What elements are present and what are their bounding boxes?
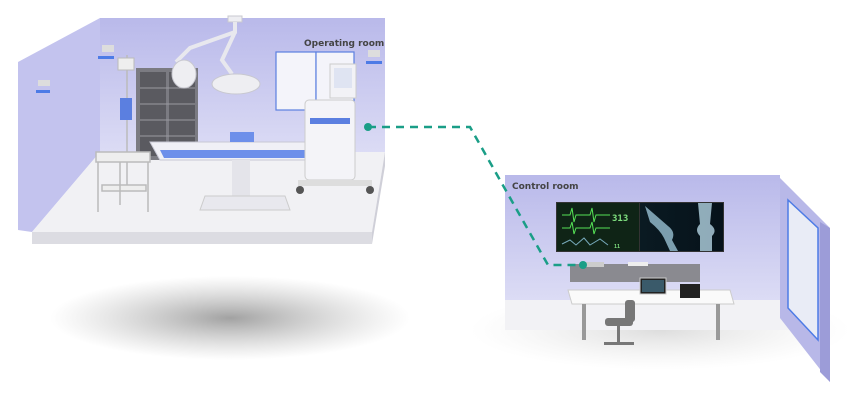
floor-shadow: [50, 276, 410, 360]
anesthesia-machine: [296, 63, 374, 194]
wall-window: [787, 198, 819, 342]
tablet: [680, 284, 700, 298]
xray-knee-side: [645, 206, 678, 251]
instrument-trolley: [95, 151, 151, 212]
operating-room-label: Operating room: [304, 39, 384, 49]
surgical-light: [171, 15, 261, 95]
desk: [567, 277, 735, 340]
control-room-label: Control room: [512, 182, 579, 192]
console-device: [628, 262, 648, 266]
iv-pole: [117, 55, 135, 190]
xray-knee-front: [697, 203, 715, 251]
laptop-screen: [642, 280, 664, 292]
connection-endpoint: [579, 261, 587, 269]
right-wall-edge: [820, 222, 830, 382]
camera-icon: [366, 50, 382, 64]
heart-rate-value: 313: [612, 214, 628, 224]
floor: [505, 300, 800, 330]
floor-side: [372, 152, 385, 244]
control-room: 313 11 Control room: [505, 175, 830, 382]
video-wall: 313 11: [556, 202, 724, 252]
camera-icon: [36, 80, 50, 93]
operating-table: [149, 132, 326, 211]
left-wall: [18, 18, 100, 232]
office-chair: [604, 300, 635, 345]
patient-monitor-screen: [557, 203, 639, 251]
floor-edge: [32, 232, 372, 244]
connection-line: [364, 123, 587, 269]
console-device: [582, 262, 604, 267]
ecg-waveform: [562, 207, 610, 223]
ecg-waveform: [562, 221, 610, 235]
secondary-value: 11: [614, 244, 620, 250]
pleth-waveform: [561, 237, 609, 246]
connection-endpoint: [364, 123, 372, 131]
camera-icon: [98, 45, 114, 59]
console-cabinet: [570, 264, 700, 282]
operating-room: Operating room: [18, 15, 385, 244]
